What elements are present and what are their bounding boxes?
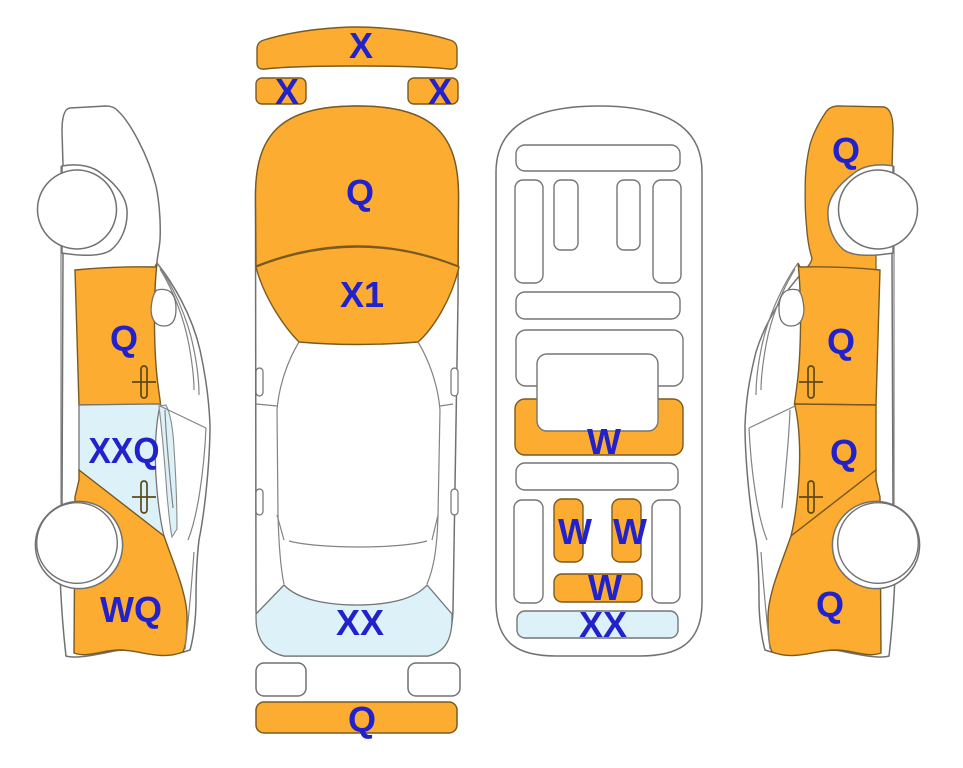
svg-text:X: X (428, 71, 452, 112)
svg-text:Q: Q (816, 584, 844, 625)
svg-text:W: W (588, 567, 622, 608)
svg-text:Q: Q (832, 130, 860, 171)
svg-text:XX: XX (579, 604, 627, 645)
svg-text:W: W (613, 511, 647, 552)
svg-text:W: W (558, 511, 592, 552)
svg-text:Q: Q (110, 318, 138, 359)
svg-text:Q: Q (830, 432, 858, 473)
svg-text:Q: Q (346, 172, 374, 213)
svg-text:W: W (587, 421, 621, 462)
svg-text:XX: XX (336, 602, 384, 643)
svg-text:WQ: WQ (100, 589, 162, 630)
svg-text:X: X (275, 71, 299, 112)
svg-text:XXQ: XXQ (89, 430, 160, 471)
svg-text:Q: Q (827, 321, 855, 362)
svg-text:Q: Q (348, 699, 376, 740)
svg-text:X1: X1 (340, 274, 384, 315)
svg-text:X: X (349, 25, 373, 66)
